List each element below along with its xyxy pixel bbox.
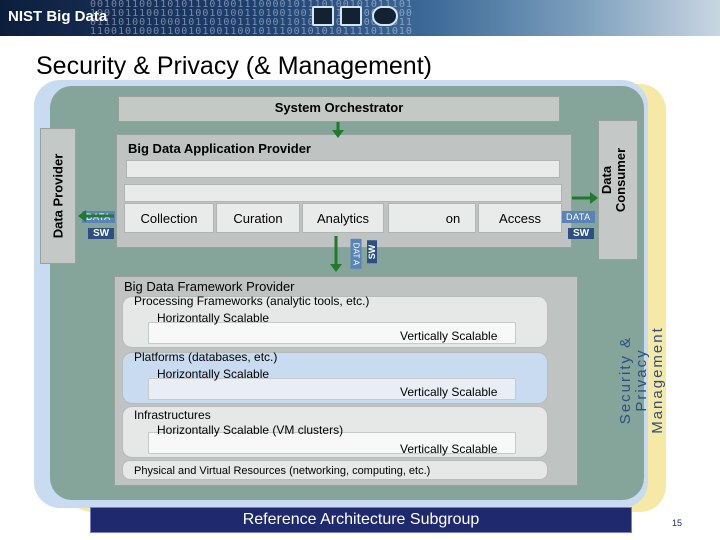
system-orchestrator-label: System Orchestrator [274, 100, 404, 115]
activity-collection: Collection [124, 203, 214, 233]
security-line2: Privacy [633, 348, 650, 412]
activity-label: Curation [233, 210, 283, 226]
monitor-icon [312, 6, 334, 26]
security-line1: Security & [617, 335, 634, 425]
horizontal-label: Horizontally Scalable [157, 367, 270, 381]
activity-label: on [445, 210, 461, 226]
header-banner: 0010011001101011101001110000101110100101… [0, 0, 720, 36]
page-number: 15 [672, 518, 683, 528]
data-consumer-box [598, 120, 638, 260]
data-provider-box [40, 128, 76, 264]
network-icon [372, 6, 398, 26]
horizontal-label: Horizontally Scalable [157, 311, 270, 325]
footer-bar [90, 507, 632, 533]
layer-title: Infrastructures [134, 408, 211, 422]
orchestrator-arrowhead [332, 130, 344, 138]
application-bar [124, 184, 562, 202]
vertical-label: Vertically Scalable [400, 385, 498, 399]
monitor-icon [340, 6, 362, 26]
system-orchestrator-box [118, 96, 560, 122]
framework-provider-title: Big Data Framework Provider [124, 279, 295, 294]
layer-title: Processing Frameworks (analytic tools, e… [134, 294, 370, 308]
framework-arrowhead [330, 264, 342, 272]
binary-background: 0010011001101011101001110000101110100101… [90, 0, 413, 36]
horizontal-scalable-bar [148, 322, 516, 344]
application-provider-title: Big Data Application Provider [128, 141, 311, 156]
physical-resources-label: Physical and Virtual Resources (networki… [134, 465, 431, 477]
vertical-label: Vertically Scalable [400, 329, 498, 343]
security-line3: Management [649, 326, 666, 434]
footer-subgroup-label: Reference Architecture Subgroup [242, 511, 480, 528]
activity-analytics: Analytics [302, 203, 384, 233]
sw-tag: SW [568, 228, 595, 239]
activity-visualization: on [388, 203, 476, 233]
activity-label: Collection [140, 210, 198, 226]
activity-label: Analytics [316, 210, 370, 226]
nist-logo: NIST Big Data [8, 8, 108, 25]
activity-curation: Curation [216, 203, 300, 233]
activity-access: Access [478, 203, 562, 233]
application-bar [126, 160, 560, 178]
vertical-label: Vertically Scalable [400, 442, 498, 456]
activity-label: Access [499, 210, 541, 226]
consumer-arrowhead [590, 192, 598, 204]
security-privacy-label: Security & Privacy Management [617, 326, 666, 434]
horizontal-scalable-bar [148, 378, 516, 400]
physical-resources-layer [122, 460, 548, 480]
page-title: Security & Privacy (& Management) [36, 52, 432, 80]
sw-tag: SW [88, 228, 115, 239]
data-tag: DATA [562, 211, 595, 223]
layer-title: Platforms (databases, etc.) [134, 350, 278, 364]
horizontal-label: Horizontally Scalable (VM clusters) [157, 423, 344, 437]
horizontal-scalable-bar [148, 432, 516, 454]
provider-arrowhead [78, 210, 86, 222]
